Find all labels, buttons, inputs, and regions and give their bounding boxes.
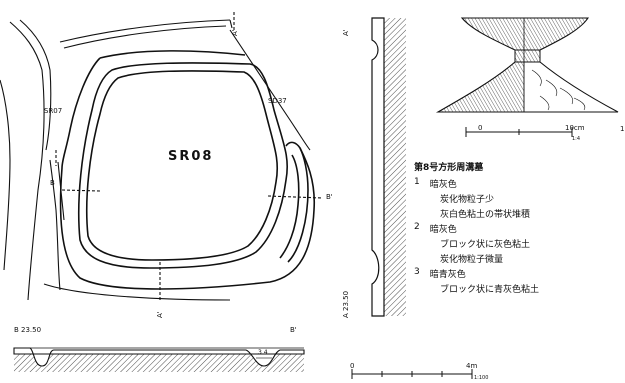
legend-item: 2 暗灰色 ブロック状に灰色粘土 炭化物粒子微量 [414, 222, 619, 265]
section-b-marker-right: B' [326, 193, 333, 201]
legend-item-name: 暗灰色 [429, 225, 457, 235]
section-a-marker-bottom: A' [156, 311, 164, 318]
plan-neighbor-lines [0, 12, 323, 301]
section-a-top-label: A' [342, 29, 350, 36]
legend-item-number: 2 [414, 222, 420, 232]
legend: 第8号方形周溝墓 1 暗灰色 炭化物粒子少 灰白色粘土の帯状堆積 2 暗灰色 ブ… [414, 163, 619, 296]
plan-ditch-outline [59, 50, 316, 290]
legend-item: 3 暗青灰色 ブロック状に青灰色粘土 [414, 267, 619, 295]
main-scale-ratio: 1:100 [474, 375, 489, 381]
pottery-drawing [435, 17, 619, 113]
section-b-marker-left: B [50, 179, 55, 187]
main-scale-start: 0 [350, 362, 355, 370]
legend-item-number: 1 [414, 177, 420, 187]
main-scale-bar [351, 369, 473, 379]
pottery-scale-end: 10cm [565, 124, 585, 132]
legend-item-note: 灰白色粘土の帯状堆積 [440, 210, 531, 220]
pottery-scale-start: 0 [478, 124, 483, 132]
neighbor-label-sd37: SD37 [268, 97, 287, 105]
legend-item-note: ブロック状に灰色粘土 [440, 240, 531, 250]
section-a-bottom-label: A 23.50 [342, 290, 350, 318]
legend-item-note: 炭化物粒子微量 [440, 255, 504, 265]
feature-label-sr08: SR08 [168, 149, 214, 164]
section-b-left-label: B 23.50 [14, 326, 42, 334]
legend-item: 1 暗灰色 炭化物粒子少 灰白色粘土の帯状堆積 [414, 177, 619, 220]
section-a-profile [371, 17, 406, 317]
section-b-layer-numbers: 3 4 [258, 349, 268, 356]
legend-item-name: 暗灰色 [429, 180, 457, 190]
neighbor-label-sr07: SR07 [44, 107, 63, 115]
section-b-right-label: B' [290, 326, 297, 334]
section-b-profile [13, 347, 305, 372]
legend-item-number: 3 [414, 267, 420, 277]
pottery-scale-bar [465, 127, 573, 137]
legend-item-note: 炭化物粒子少 [440, 195, 495, 205]
legend-item-name: 暗青灰色 [429, 270, 466, 280]
pottery-scale-ratio: 1:4 [572, 136, 581, 142]
legend-title: 第8号方形周溝墓 [414, 163, 484, 173]
pottery-figure-number: 1 [620, 125, 625, 133]
main-scale-end: 4m [466, 362, 478, 370]
section-a-marker-top: A' [231, 29, 239, 36]
legend-item-note: ブロック状に青灰色粘土 [440, 285, 540, 295]
